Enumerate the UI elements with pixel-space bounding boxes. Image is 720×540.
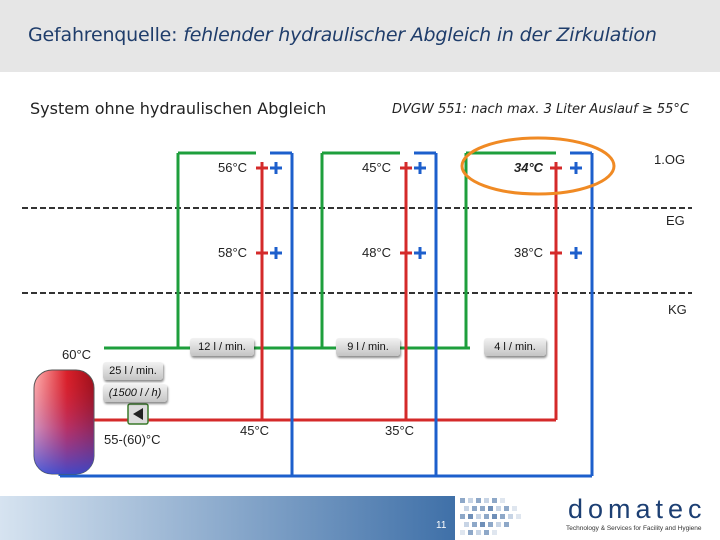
flow-total-hourly: (1500 l / h) [103,384,167,402]
tap-fitting-eg-3 [550,247,582,259]
circulation-pump [127,403,149,425]
flow-total: 25 l / min. [103,362,163,380]
title-bar [0,0,720,72]
tap-fitting-og-2 [400,162,426,174]
flow-riser-2: 9 l / min. [336,338,400,356]
tap-fitting-eg-2 [400,247,426,259]
tap-fitting-eg-1 [256,247,282,259]
temp-boiler: 60°C [62,347,92,362]
dvgw-note: DVGW 551: nach max. 3 Liter Auslauf ≥ 55… [392,102,690,117]
floor-label-og: 1.OG [654,152,686,167]
domatec-logo: domatec [568,494,707,524]
temp-eg-2: 48°C [362,245,392,260]
temp-return-2: 45°C [240,423,270,438]
tap-fitting-og-1 [256,162,282,174]
floor-label-kg: KG [668,302,687,317]
temp-return-3: 35°C [385,423,415,438]
cold-pipes [58,151,594,478]
floor-label-eg: EG [666,213,685,228]
logo-mosaic [460,498,521,535]
critical-temperature-ring [460,136,616,196]
slide-title: Gefahrenquelle: fehlender hydraulischer … [28,24,657,46]
flow-riser-1: 12 l / min. [190,338,254,356]
temp-return-pump: 55-(60)°C [104,432,161,447]
tap-fitting-og-3 [550,162,582,174]
temp-og-3: 34°C [514,160,544,175]
flow-riser-3: 4 l / min. [484,338,546,356]
system-subtitle: System ohne hydraulischen Abgleich [30,99,327,118]
temp-eg-1: 58°C [218,245,248,260]
temp-eg-3: 38°C [514,245,544,260]
domatec-tagline: Technology & Services for Facility and H… [566,525,702,532]
temp-og-1: 56°C [218,160,248,175]
hot-water-tank [33,369,95,475]
slide-title-emphasis: fehlender hydraulischer Abgleich in der … [183,24,657,46]
temp-og-2: 45°C [362,160,392,175]
footer-bar [0,496,455,540]
return-pipes [104,151,556,350]
page-number: 11 [436,520,447,531]
